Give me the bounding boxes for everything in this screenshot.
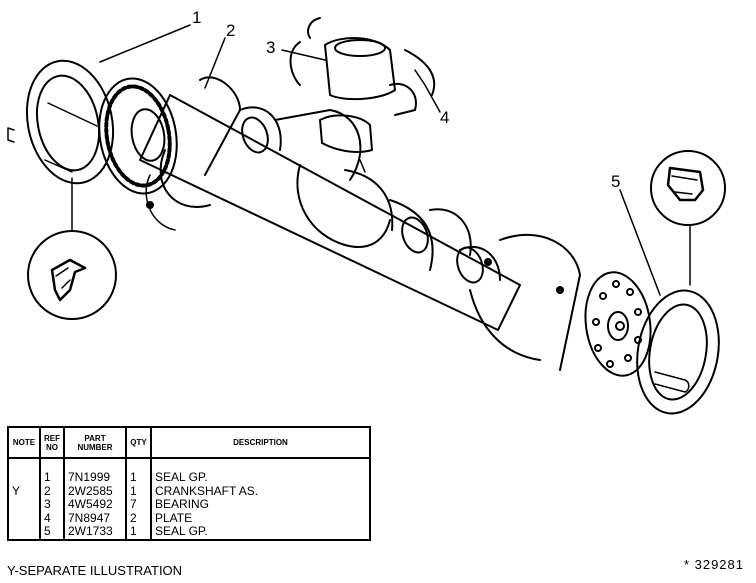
header-qty: QTY <box>125 426 152 459</box>
seal-detail-icon-right <box>650 150 726 226</box>
row-desc: SEAL GP. <box>150 524 371 541</box>
header-description: DESCRIPTION <box>150 426 371 459</box>
callout-4: 4 <box>440 108 450 127</box>
table-row: 5 2W1733 1 SEAL GP. <box>7 524 371 541</box>
table-row: 4 7N8947 2 PLATE <box>7 511 371 525</box>
main-bearings <box>319 37 396 153</box>
row-note <box>7 511 41 525</box>
header-part-number: PART NUMBER <box>63 426 127 459</box>
row-ref: 5 <box>39 524 65 541</box>
seal-detail-icon-left <box>27 230 117 320</box>
rear-seal-group <box>636 289 720 415</box>
leader-lines <box>71 24 691 296</box>
row-ref: 1 <box>39 458 65 485</box>
callout-3: 3 <box>266 38 276 57</box>
row-qty: 1 <box>125 484 152 498</box>
row-qty: 2 <box>125 511 152 525</box>
callout-2: 2 <box>226 21 236 40</box>
thrust-plates <box>289 17 436 116</box>
row-part: 7N8947 <box>63 511 127 525</box>
row-note <box>7 458 41 485</box>
row-part: 2W1733 <box>63 524 127 541</box>
front-seal-group <box>7 59 115 185</box>
row-desc: SEAL GP. <box>150 458 371 485</box>
row-note: Y <box>7 484 41 498</box>
table-row: 1 7N1999 1 SEAL GP. <box>7 458 371 485</box>
parts-table-header: NOTE REF NO PART NUMBER QTY DESCRIPTION <box>7 426 371 459</box>
row-ref: 4 <box>39 511 65 525</box>
crankshaft-gear <box>98 77 178 195</box>
row-desc: PLATE <box>150 511 371 525</box>
callout-5: 5 <box>611 172 621 191</box>
header-ref-no: REF NO <box>39 426 65 459</box>
row-part: 4W5492 <box>63 497 127 512</box>
table-row: 3 4W5492 7 BEARING <box>7 497 371 512</box>
crankshaft-body <box>139 76 581 371</box>
footer-note: Y-SEPARATE ILLUSTRATION <box>7 563 183 578</box>
row-part: 7N1999 <box>63 458 127 485</box>
parts-table: NOTE REF NO PART NUMBER QTY DESCRIPTION … <box>7 426 371 541</box>
row-note <box>7 498 41 512</box>
row-note <box>7 525 41 541</box>
row-qty: 7 <box>125 497 152 512</box>
header-note: NOTE <box>7 426 41 459</box>
row-ref: 3 <box>39 497 65 512</box>
row-ref: 2 <box>39 484 65 498</box>
row-desc: BEARING <box>150 497 371 512</box>
illustration-number: * 329281 <box>683 557 744 572</box>
row-part: 2W2585 <box>63 484 127 498</box>
row-qty: 1 <box>125 524 152 541</box>
row-qty: 1 <box>125 458 152 485</box>
row-desc: CRANKSHAFT AS. <box>150 484 371 498</box>
callout-1: 1 <box>192 8 202 27</box>
table-row: Y 2 2W2585 1 CRANKSHAFT AS. <box>7 484 371 498</box>
rear-flange <box>584 271 652 377</box>
